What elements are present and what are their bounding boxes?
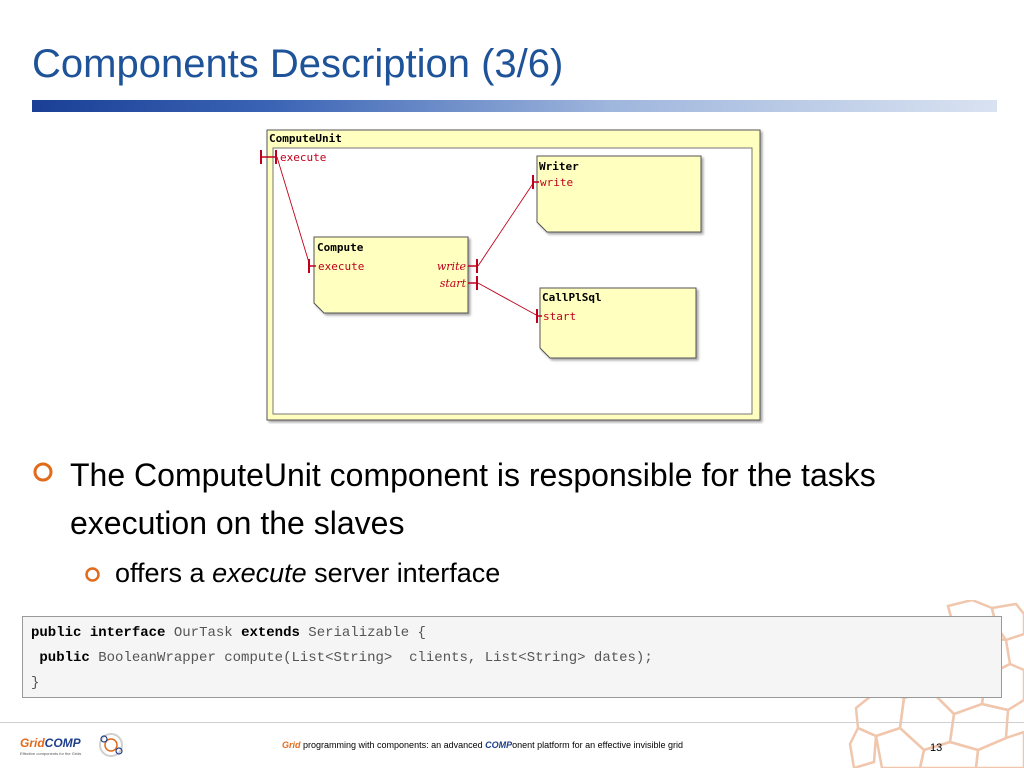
callplsql-component: CallPlSql start	[536, 287, 697, 359]
sub-bullet-pre: offers a	[115, 558, 205, 588]
logo-wordmark: GridCOMP	[20, 736, 81, 750]
sub-bullet-post: server interface	[314, 558, 501, 588]
code-keyword: public	[39, 650, 90, 666]
logo-tagline: Effective components for the Grids	[20, 751, 82, 756]
writer-name: Writer	[539, 160, 579, 173]
logo-grid-text: Grid	[20, 736, 45, 750]
gridcomp-logo: GridCOMP Effective components for the Gr…	[20, 730, 128, 762]
code-line-3: }	[31, 675, 40, 691]
component-diagram: ComputeUnit execute Compute execute writ…	[258, 124, 766, 424]
writer-component: Writer write	[532, 155, 702, 233]
page-number: 13	[930, 742, 943, 754]
component-diagram-svg: ComputeUnit execute Compute execute writ…	[260, 129, 761, 421]
code-keyword: public	[31, 625, 82, 641]
compute-execute-label: execute	[318, 260, 364, 273]
footer-comp-word: COMP	[485, 740, 513, 750]
compute-write-label: write	[437, 260, 467, 273]
compute-start-label: start	[440, 277, 467, 290]
circle-bullet-icon	[33, 462, 53, 482]
main-bullet-text: The ComputeUnit component is responsible…	[70, 457, 876, 541]
logo-comp-text: COMP	[44, 736, 81, 750]
computeunit-execute-interface	[260, 150, 277, 164]
code-line-2: public BooleanWrapper compute(List<Strin…	[31, 650, 653, 666]
sub-bullet-emphasis: execute	[212, 558, 307, 588]
computeunit-interface-label: execute	[280, 151, 326, 164]
compute-client-interfaces	[468, 259, 478, 290]
compute-component: Compute execute write start	[308, 236, 478, 314]
callplsql-start-interface	[536, 309, 542, 323]
title-underline-bar	[32, 100, 997, 112]
compute-execute-interface	[308, 259, 316, 273]
footer-divider	[0, 722, 1024, 723]
circle-sub-bullet-icon	[85, 567, 100, 582]
footer-text: Grid programming with components: an adv…	[282, 740, 683, 750]
code-keyword: extends	[241, 625, 300, 641]
computeunit-name: ComputeUnit	[269, 132, 342, 145]
writer-interface-label: write	[540, 176, 573, 189]
code-identifier: OurTask	[173, 625, 233, 641]
code-text: Serializable {	[308, 625, 426, 641]
callplsql-interface-label: start	[543, 310, 576, 323]
compute-name: Compute	[317, 241, 364, 254]
footer-grid-word: Grid	[282, 740, 301, 750]
code-text: BooleanWrapper compute(List<String> clie…	[98, 650, 653, 666]
slide-title: Components Description (3/6)	[32, 42, 564, 86]
logo-swirl-icon	[99, 733, 123, 757]
footer-text-end: onent platform for an effective invisibl…	[512, 740, 684, 750]
code-block: public interface OurTask extends Seriali…	[22, 616, 1002, 698]
callplsql-name: CallPlSql	[542, 291, 602, 304]
binding-lines	[276, 156, 539, 317]
sub-bullet-text: offers a execute server interface	[115, 553, 500, 593]
code-keyword: interface	[89, 625, 166, 641]
code-line-1: public interface OurTask extends Seriali…	[31, 625, 426, 641]
footer-text-mid: programming with components: an advanced	[300, 740, 486, 750]
writer-write-interface	[532, 175, 539, 189]
